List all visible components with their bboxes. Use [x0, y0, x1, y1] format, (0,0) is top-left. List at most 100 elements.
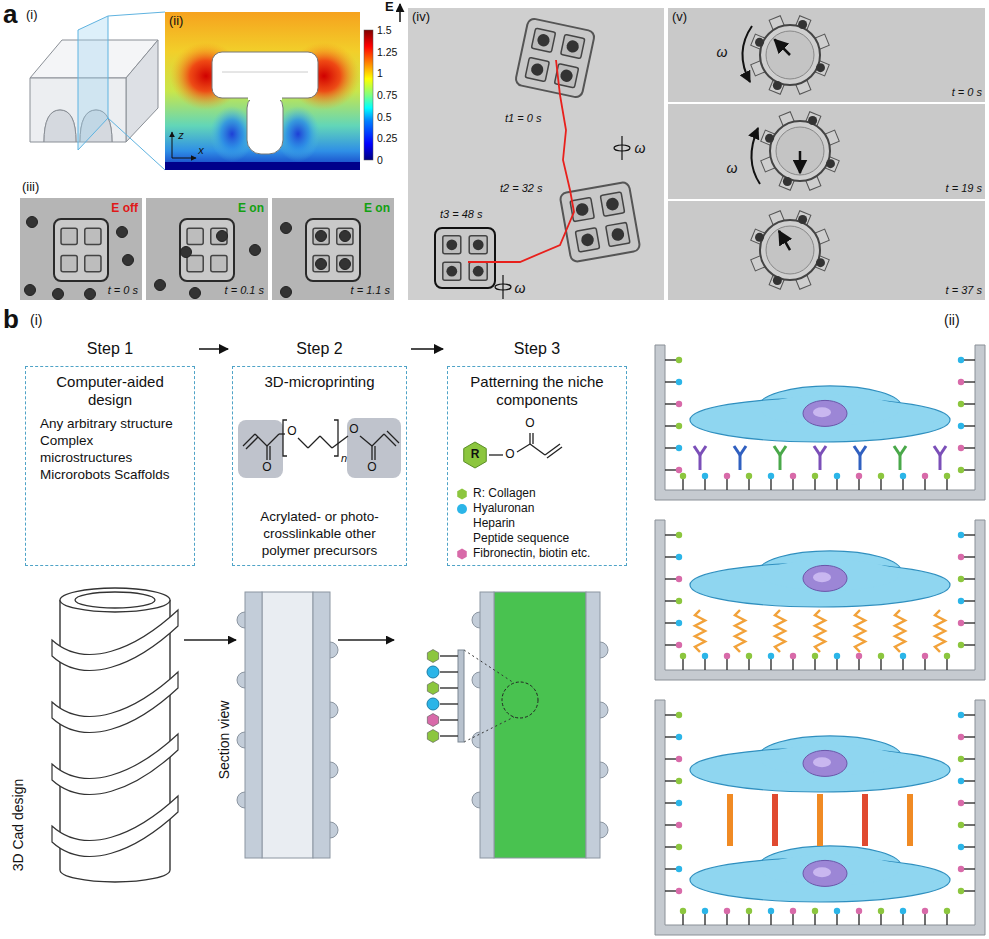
time-stamp: t = 19 s	[946, 182, 982, 195]
ligand	[746, 908, 752, 914]
trapped-sphere	[473, 266, 484, 277]
receptor	[699, 455, 702, 470]
time-stamp: t = 1.1 s	[351, 284, 390, 297]
tether	[946, 659, 947, 670]
sphere	[217, 231, 228, 242]
tether	[880, 479, 881, 490]
ligand	[958, 866, 964, 872]
tether	[836, 659, 837, 670]
tether	[964, 447, 975, 448]
microrobot	[515, 18, 596, 99]
tether	[665, 534, 676, 535]
spring	[735, 610, 745, 652]
acrylate-highlight	[238, 420, 283, 478]
sphere	[123, 255, 134, 266]
bond	[266, 446, 267, 460]
microrobot	[306, 219, 360, 281]
ligand	[702, 908, 708, 914]
tether	[440, 703, 458, 704]
ligand	[958, 379, 964, 385]
well-wall	[655, 700, 985, 935]
nucleolus	[813, 867, 831, 877]
legend-swatch	[456, 488, 468, 500]
junction	[817, 794, 823, 846]
legend-entry: Heparin	[456, 516, 515, 531]
tether	[440, 671, 458, 672]
cell-body	[690, 858, 950, 902]
trapped-sphere	[605, 197, 620, 212]
ligand	[724, 473, 730, 479]
robot-body	[515, 18, 596, 99]
ligand	[922, 908, 928, 914]
receptor	[819, 455, 822, 470]
ligand	[958, 445, 964, 451]
trapped-sphere	[808, 116, 817, 125]
tether	[665, 890, 676, 891]
tether	[858, 659, 859, 670]
ligand	[944, 473, 950, 479]
ligand	[958, 822, 964, 828]
ligand	[768, 653, 774, 659]
rotation-arrow	[751, 128, 760, 184]
zoom-circle	[502, 682, 538, 718]
sphere	[340, 259, 351, 270]
flow-arrow	[411, 348, 443, 350]
gear-body	[760, 25, 820, 85]
time-stamp: t = 0 s	[952, 86, 982, 99]
gear-body	[760, 220, 820, 280]
trapped-sphere	[773, 276, 782, 285]
sphere	[281, 223, 292, 234]
gear-inner	[766, 31, 814, 79]
bore-face	[262, 592, 313, 858]
tether	[964, 780, 975, 781]
view-label: 3D Cad design	[10, 779, 26, 872]
tether	[682, 479, 683, 490]
ligand	[676, 822, 682, 828]
rotation-loop	[495, 284, 511, 290]
tether	[924, 914, 925, 925]
well-wall	[655, 345, 985, 500]
view-label: Section view	[216, 701, 232, 780]
cell-body	[690, 563, 950, 607]
trapped-sphere	[755, 233, 764, 242]
tether	[792, 659, 793, 670]
trapped-sphere	[446, 266, 457, 277]
tether	[770, 914, 771, 925]
tether	[814, 914, 815, 925]
panel-index: (v)	[672, 10, 687, 25]
legend-text: Fibronectin, biotin etc.	[473, 546, 590, 561]
micrograph	[272, 198, 394, 300]
sphere	[281, 287, 292, 298]
tether	[665, 381, 676, 382]
step-heading: Step 3	[447, 338, 627, 360]
tether	[726, 659, 727, 670]
time-stamp: t2 = 32 s	[500, 182, 543, 195]
gear-body	[770, 121, 830, 181]
cylinder-base	[60, 870, 170, 882]
helix-thread	[52, 672, 178, 732]
tether	[665, 622, 676, 623]
rotation-symbol: ω	[717, 44, 728, 60]
time-stamp: t1 = 0 s	[505, 112, 541, 125]
step-body: Acrylated- or photo-crosslinkable other …	[241, 508, 398, 559]
gear-robot	[751, 16, 830, 95]
legend-entry: Fibronectin, biotin etc.	[456, 546, 590, 561]
rotation-symbol: ω	[515, 280, 526, 296]
process-arrow	[184, 639, 236, 641]
field-arrow	[399, 4, 401, 22]
microrobot	[54, 219, 108, 281]
ligand	[680, 908, 686, 914]
junction	[862, 794, 868, 846]
swatch-circle	[457, 504, 467, 514]
field-state: E off	[111, 202, 138, 216]
robot-cup	[211, 228, 227, 244]
trapped-sphere	[826, 159, 835, 168]
ligand	[958, 620, 964, 626]
tether	[964, 622, 975, 623]
trapped-sphere	[773, 81, 782, 90]
tether	[440, 655, 458, 656]
step-title: 3D-microprinting	[241, 373, 398, 391]
ligand	[958, 357, 964, 363]
ligand	[922, 473, 928, 479]
tether	[665, 736, 676, 737]
